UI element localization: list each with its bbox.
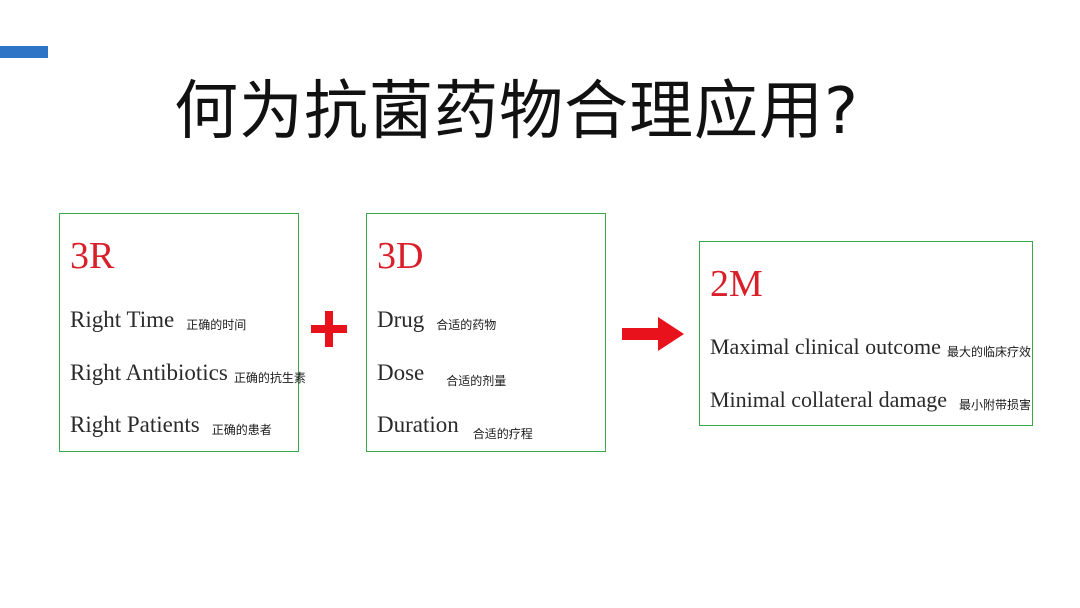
item-chinese: 合适的药物 [436, 318, 497, 332]
list-item: Right Time 正确的时间 [70, 307, 246, 333]
box-2m: 2M Maximal clinical outcome 最大的临床疗效 Minim… [699, 241, 1033, 426]
arrow-right-icon [622, 317, 684, 351]
list-item: Right Patients 正确的患者 [70, 412, 272, 438]
item-chinese: 合适的剂量 [446, 374, 507, 388]
list-item: Maximal clinical outcome 最大的临床疗效 [710, 334, 1031, 360]
box-heading: 2M [710, 263, 763, 305]
box-3r: 3R Right Time 正确的时间 Right Antibiotics 正确的抗… [59, 213, 306, 452]
list-item: Right Antibiotics 正确的抗生素 [70, 360, 306, 386]
item-english: Maximal clinical outcome [710, 334, 941, 359]
list-item: Duration 合适的疗程 [377, 412, 533, 441]
box-heading: 3D [377, 235, 424, 277]
item-english: Dose [377, 360, 425, 385]
item-english: Duration [377, 412, 459, 437]
item-chinese: 最小附带损害 [959, 398, 1032, 412]
item-chinese: 合适的疗程 [472, 427, 533, 441]
box-heading: 3R [70, 235, 115, 277]
item-chinese: 正确的患者 [211, 423, 272, 437]
item-english: Minimal collateral damage [710, 387, 948, 412]
item-chinese: 最大的临床疗效 [946, 345, 1031, 359]
box-3d: 3D Drug 合适的药物 Dose 合适的剂量 Duration 合适的疗程 [366, 213, 606, 452]
list-item: Drug 合适的药物 [377, 307, 496, 333]
item-english: Drug [377, 307, 425, 332]
accent-bar [0, 46, 48, 58]
item-english: Right Patients [70, 412, 200, 437]
item-chinese: 正确的时间 [186, 318, 247, 332]
slide-title: 何为抗菌药物合理应用? [174, 75, 859, 149]
item-english: Right Time [70, 307, 175, 332]
plus-icon [311, 311, 347, 347]
list-item: Minimal collateral damage 最小附带损害 [710, 387, 1031, 413]
item-chinese: 正确的抗生素 [233, 371, 306, 385]
item-english: Right Antibiotics [70, 360, 228, 385]
list-item: Dose 合适的剂量 [377, 360, 507, 388]
